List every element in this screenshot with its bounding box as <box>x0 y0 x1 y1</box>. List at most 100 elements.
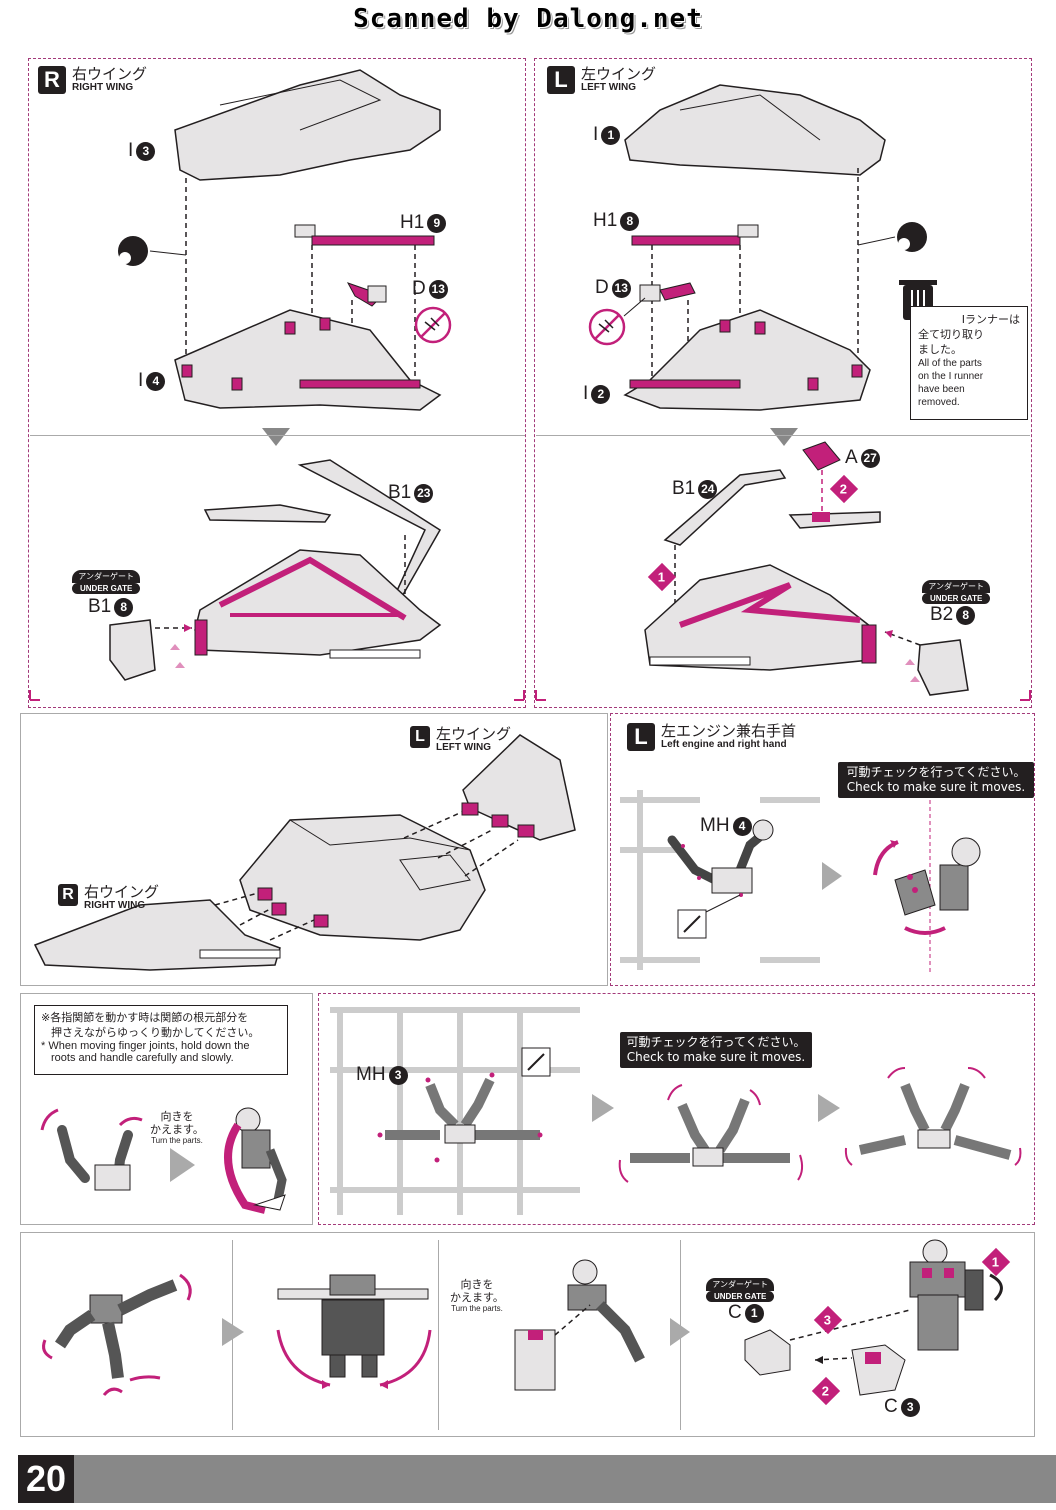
bottom-row-panel <box>20 1232 1035 1437</box>
note-jp2: 全て切り取り <box>918 328 984 341</box>
page-footer-bar <box>74 1455 1056 1503</box>
finger-en1: * When moving finger joints, hold down t… <box>41 1040 250 1052</box>
part-letter: I <box>128 140 134 161</box>
part-letter: A <box>845 447 858 468</box>
part-letter: B1 <box>88 596 112 617</box>
part-number: 1 <box>601 125 621 145</box>
note-en3: have been <box>918 384 965 395</box>
part-number: 13 <box>611 278 631 298</box>
scan-watermark: Scanned by Dalong.net <box>353 4 703 34</box>
left-badge: L <box>547 66 575 94</box>
under-gate-en: UNDER GATE <box>72 583 141 594</box>
bottom-turn-label: 向きを かえます。 Turn the parts. <box>450 1278 504 1313</box>
left-wing-divider <box>536 435 1030 436</box>
left-wing-panel <box>534 58 1032 708</box>
under-gate-en: UNDER GATE <box>922 593 991 604</box>
part-letter: D <box>412 278 426 299</box>
part-letter: I <box>138 370 144 391</box>
part-letter: B1 <box>672 478 696 499</box>
part-letter: C <box>884 1396 898 1417</box>
turn-jp1: 向きを <box>460 1278 494 1291</box>
right-wing-panel <box>28 58 526 708</box>
part-letter: D <box>595 277 609 298</box>
runner-removed-note: Iランナーは 全て切り取り ました。 All of the parts on t… <box>910 306 1028 420</box>
part-letter: B2 <box>930 604 954 625</box>
part-number: 2 <box>591 384 611 404</box>
wing-assembly-panel <box>20 713 608 986</box>
step-number: 3 <box>824 1312 832 1328</box>
right-wing-title-en: RIGHT WING <box>72 82 134 93</box>
under-gate-jp: アンダーゲート <box>72 570 141 583</box>
check-en: Check to make sure it moves. <box>846 780 1026 794</box>
bottom-divider-2 <box>438 1240 439 1430</box>
part-number: 3 <box>900 1397 920 1417</box>
part-letter: C <box>728 1302 742 1323</box>
finger-joint-note: ※各指関節を動かす時は関節の根元部分を 押さえながらゆっくり動かしてください。 … <box>34 1005 288 1075</box>
left-wing-title-jp: 左ウイング <box>581 65 657 83</box>
turn-en: Turn the parts. <box>451 1304 503 1313</box>
step-number: 2 <box>822 1383 830 1399</box>
finger-jp2: 押さえながらゆっくり動かしてください。 <box>51 1026 260 1039</box>
step-number: 1 <box>992 1254 1000 1270</box>
under-gate-label-left: アンダーゲート UNDER GATE <box>922 580 991 604</box>
bottom-under-gate-label: アンダーゲート UNDER GATE <box>706 1278 775 1302</box>
part-number: 8 <box>620 211 640 231</box>
note-en1: All of the parts <box>918 358 982 369</box>
engine-title-en: Left engine and right hand <box>661 739 787 750</box>
part-number: 9 <box>427 213 447 233</box>
part-number: 27 <box>860 448 880 468</box>
page-number: 20 <box>18 1455 74 1503</box>
part-letter: B1 <box>388 482 412 503</box>
finger-en2: roots and handle carefully and slowly. <box>51 1052 234 1064</box>
turn-en: Turn the parts. <box>151 1136 203 1145</box>
mid-right-jp: 右ウイング <box>84 883 160 901</box>
part-number: 23 <box>414 483 434 503</box>
part-letter: H1 <box>400 212 425 233</box>
part-letter: I <box>593 124 599 145</box>
part-number: 3 <box>388 1065 408 1085</box>
under-gate-en: UNDER GATE <box>706 1291 775 1302</box>
part-number: 4 <box>146 371 166 391</box>
part-letter: I <box>583 383 589 404</box>
mh3-move-check-label: 可動チェックを行ってください。 Check to make sure it mo… <box>620 1032 812 1068</box>
part-number: 8 <box>956 605 976 625</box>
part-letter: H1 <box>593 210 618 231</box>
note-jp3: ました。 <box>918 343 962 356</box>
part-number: 1 <box>744 1303 764 1323</box>
turn-jp2: かえます。 <box>450 1291 504 1304</box>
part-number: 13 <box>428 279 448 299</box>
turn-jp1: 向きを <box>160 1110 194 1123</box>
turn-parts-label: 向きを かえます。 Turn the parts. <box>150 1110 204 1145</box>
mid-left-badge: L <box>410 726 430 748</box>
under-gate-jp: アンダーゲート <box>922 580 991 593</box>
finger-panel <box>20 993 313 1225</box>
check-jp: 可動チェックを行ってください。 <box>846 765 1026 779</box>
mh3-panel <box>318 993 1035 1225</box>
left-wing-header: L 左ウイング LEFT WING <box>547 66 656 94</box>
left-wing-title-en: LEFT WING <box>581 82 636 93</box>
check-jp: 可動チェックを行ってください。 <box>626 1035 806 1049</box>
move-check-label: 可動チェックを行ってください。 Check to make sure it mo… <box>838 762 1034 798</box>
part-number: 8 <box>114 597 134 617</box>
part-letter: MH <box>700 815 730 836</box>
